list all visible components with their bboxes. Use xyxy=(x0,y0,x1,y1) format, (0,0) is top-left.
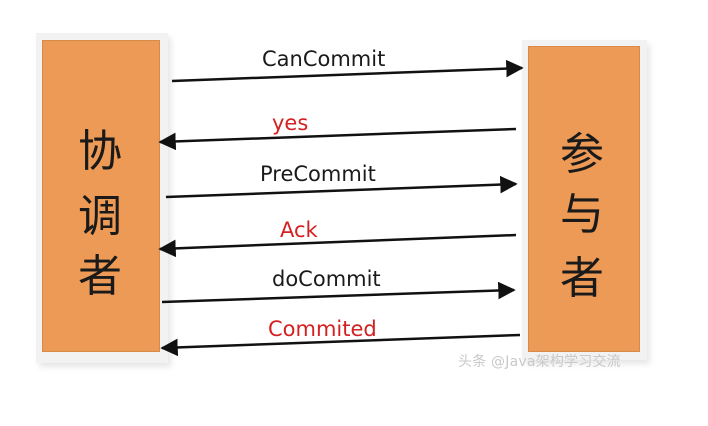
label-commited: Commited xyxy=(268,317,377,341)
coordinator-char-3: 者 xyxy=(78,251,122,302)
arrow-docommit xyxy=(161,281,516,304)
coordinator-box xyxy=(42,40,160,352)
arrow-cancommit xyxy=(171,59,524,83)
participant-char-2: 与 xyxy=(560,189,604,240)
arrow-ack xyxy=(158,233,517,258)
participant-char-3: 者 xyxy=(560,253,604,304)
arrow-commited xyxy=(160,333,521,357)
participant-char-1: 参 xyxy=(560,129,604,180)
arrow-yes xyxy=(158,127,517,151)
watermark: 头条 @Java架构学习交流 xyxy=(458,354,621,370)
label-ack: Ack xyxy=(280,218,318,242)
coordinator-char-2: 调 xyxy=(78,191,122,242)
label-yes: yes xyxy=(272,111,309,135)
label-docommit: doCommit xyxy=(272,267,381,291)
arrow-precommit xyxy=(165,175,518,199)
label-cancommit: CanCommit xyxy=(262,47,386,71)
label-precommit: PreCommit xyxy=(260,162,376,186)
participant-box xyxy=(528,46,640,352)
coordinator-char-1: 协 xyxy=(78,126,122,177)
